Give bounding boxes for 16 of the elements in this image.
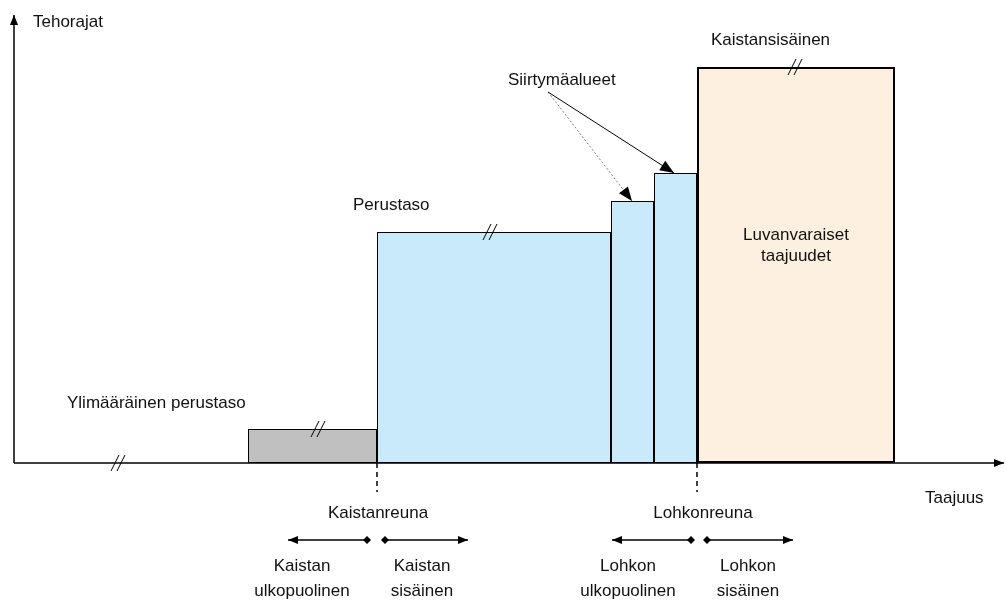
region-label: Lohkon sisäinen xyxy=(715,555,781,602)
block-label: Luvanvaraiset taajuudet xyxy=(742,224,850,266)
leader-arrow xyxy=(547,91,675,174)
axis-title: Tehorajat xyxy=(33,11,103,32)
region-label: Kaistan ulkopuolinen xyxy=(253,555,351,602)
marker-label: Lohkonreuna xyxy=(652,502,754,524)
region-label: Lohkon ulkopuolinen xyxy=(579,555,677,602)
callout-text: Siirtymäalueet xyxy=(508,69,616,90)
block-heading: Ylimääräinen perustaso xyxy=(67,392,246,413)
spectrum-block xyxy=(611,201,654,463)
axis-title: Taajuus xyxy=(925,487,984,508)
marker-label: Kaistanreuna xyxy=(326,502,430,524)
spectrum-block xyxy=(654,173,697,463)
block-heading: Perustaso xyxy=(353,194,430,215)
region-label: Kaistan sisäinen xyxy=(389,555,455,602)
block-heading: Kaistansisäinen xyxy=(711,29,831,50)
